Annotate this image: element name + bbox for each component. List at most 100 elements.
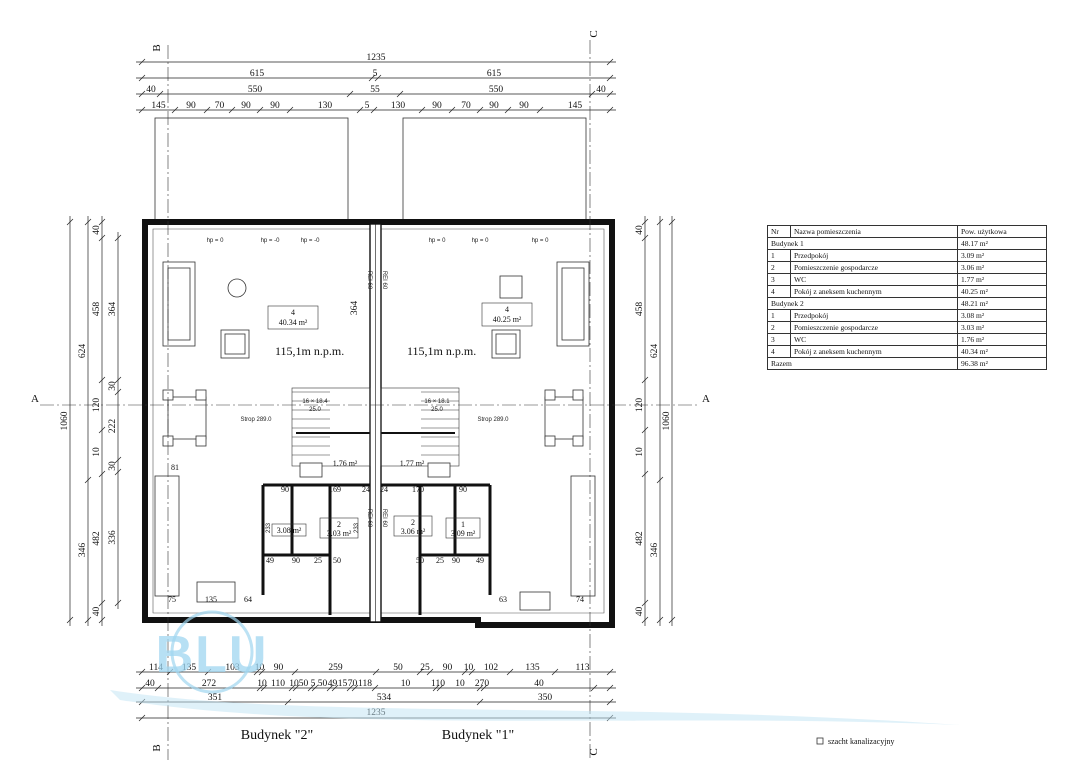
building-2-caption: Budynek "2" xyxy=(241,728,313,743)
inner-dim-right: 63 xyxy=(499,595,507,604)
table-cell: 3 xyxy=(767,333,791,346)
dim-bottom-row2: 50 xyxy=(299,679,309,689)
dim-bottom-row2: 110 xyxy=(271,679,285,689)
table-cell: WC xyxy=(790,273,958,286)
table-cell: Nazwa pomieszczenia xyxy=(790,225,958,238)
inner-dim-left: 24 xyxy=(362,485,370,494)
dim-bottom-row1: 10 xyxy=(464,663,474,673)
dim-top-half: 615 xyxy=(250,69,265,79)
dim-right-inner: 40 xyxy=(635,607,645,617)
table-cell: Pow. użytkowa xyxy=(957,225,1047,238)
wall-left-core xyxy=(261,483,370,615)
walls xyxy=(142,219,615,628)
dim-bottom-row1: 50 xyxy=(393,663,403,673)
table-cell: 1.76 m² xyxy=(957,333,1047,346)
room-2-left-number: 2 xyxy=(337,520,341,529)
dim-right-mid: 346 xyxy=(650,543,660,558)
level-marker-right: 115,1m n.p.m. xyxy=(407,344,476,358)
inner-dim-left: 49 xyxy=(266,556,274,565)
table-cell: 96.38 m² xyxy=(957,357,1047,370)
fire-rating-label: REI 60 xyxy=(381,271,387,290)
dim-bottom-row1: 259 xyxy=(328,663,343,673)
dim-bottom-row1: 103 xyxy=(225,663,240,673)
inner-dim-right: 170 xyxy=(412,485,424,494)
dim-bottom-row2: 10 xyxy=(289,679,299,689)
room-1-right-area: 3.09 m² xyxy=(451,529,476,538)
inner-dim-right: 90 xyxy=(459,485,467,494)
threshold-level-label: hp = 0 xyxy=(207,238,225,244)
threshold-level-label: hp = 0 xyxy=(532,238,550,244)
stair-spec-right: 16 × 18.1 xyxy=(424,399,450,405)
stair-spec-left-sub: 25.0 xyxy=(309,407,321,413)
dim-bottom-row2: 10 xyxy=(257,679,267,689)
room-4-right-number: 4 xyxy=(505,305,509,314)
terrace-right xyxy=(402,117,587,223)
table-cell: 40.34 m² xyxy=(957,345,1047,358)
table-cell: 2 xyxy=(767,321,791,334)
table-cell: 4 xyxy=(767,345,791,358)
room-4-left-number: 4 xyxy=(291,308,295,317)
dim-bottom-row2: 110 xyxy=(431,679,445,689)
dim-right-inner: 458 xyxy=(635,302,645,317)
stair-left xyxy=(291,387,371,467)
dim-bottom-row2: 272 xyxy=(202,679,217,689)
dim-bottom-row1: 90 xyxy=(274,663,284,673)
dim-left-outer: 1060 xyxy=(60,411,70,430)
dim-top-row4: 90 xyxy=(519,101,529,111)
table-left xyxy=(167,396,207,440)
dim-bottom-row2: 5 xyxy=(311,679,316,689)
section-mark-c: C xyxy=(588,748,600,755)
dim-bottom-row1: 135 xyxy=(182,663,197,673)
table-cell: 4 xyxy=(767,285,791,298)
dim-right-inner: 10 xyxy=(635,447,645,457)
stair-right xyxy=(380,387,460,467)
room-4-right-area: 40.25 m² xyxy=(493,315,522,324)
dim-top-row4: 90 xyxy=(241,101,251,111)
dim-bottom-row2: 50 xyxy=(318,679,328,689)
dim-interior-364: 364 xyxy=(350,301,360,316)
level-marker-left: 115,1m n.p.m. xyxy=(275,344,344,358)
stairs xyxy=(291,387,460,467)
dim-top-row3: 550 xyxy=(248,85,263,95)
dim-top-row4: 145 xyxy=(151,101,166,111)
dim-top-row3: 550 xyxy=(489,85,504,95)
threshold-level-label: hp = -0 xyxy=(301,238,321,244)
section-mark-b: B xyxy=(151,744,163,751)
dim-top-half: 5 xyxy=(373,69,378,79)
table-cell: WC xyxy=(790,333,958,346)
legend-box-icon xyxy=(816,737,824,745)
dim-left-mid: 624 xyxy=(78,344,88,359)
table-cell: 3.09 m² xyxy=(957,249,1047,262)
dim-top-row4: 145 xyxy=(568,101,583,111)
table-cell: Nr xyxy=(767,225,791,238)
room-1-left-area: 3.08 m² xyxy=(277,526,302,535)
dim-bottom-row1: 10 xyxy=(255,663,265,673)
table-cell: Budynek 2 xyxy=(767,297,958,310)
dim-top-row4: 130 xyxy=(318,101,333,111)
dim-bottom-row2: 15 xyxy=(338,679,348,689)
table-cell: Przedpokój xyxy=(790,309,958,322)
sink-right xyxy=(519,591,551,611)
dim-top-row4: 5 xyxy=(365,101,370,111)
dim-top-row4: 90 xyxy=(489,101,499,111)
wc-fixture-left xyxy=(299,462,323,478)
dim-interior-233-b: 233 xyxy=(354,522,360,533)
dim-left-inner: 10 xyxy=(92,447,102,457)
room-4-left-area: 40.34 m² xyxy=(279,318,308,327)
section-mark-a-left: A xyxy=(31,393,39,405)
outer-wall-inner-line xyxy=(152,228,605,614)
inner-dim-left: 169 xyxy=(329,485,341,494)
dim-top-row4: 90 xyxy=(270,101,280,111)
table-cell: 48.17 m² xyxy=(957,237,1047,250)
building-1-caption: Budynek "1" xyxy=(442,728,514,743)
table-cell: Pomieszczenie gospodarcze xyxy=(790,261,958,274)
dim-top-row3: 40 xyxy=(146,85,156,95)
dim-bottom-row1: 90 xyxy=(443,663,453,673)
kitchen-counter-right xyxy=(570,475,596,597)
